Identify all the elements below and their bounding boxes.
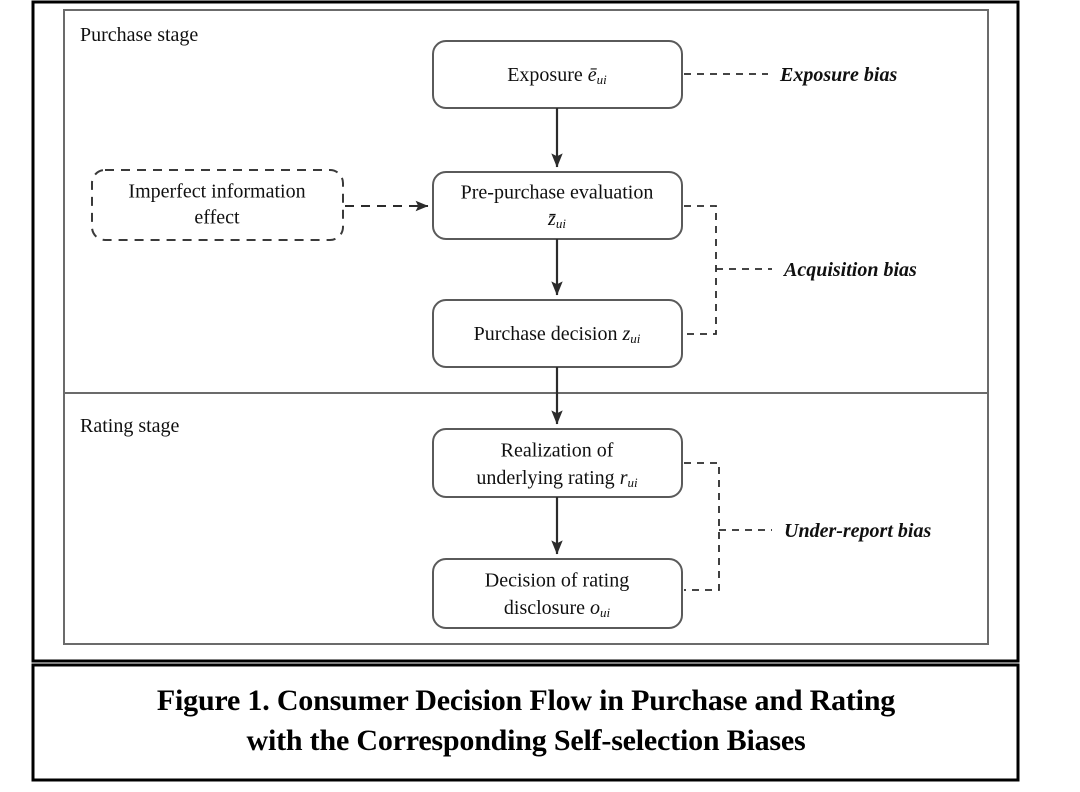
node-disclosure-text: disclosure — [504, 597, 590, 619]
connector-under-report-bias — [684, 462, 720, 591]
node-disclosure-var: o — [590, 597, 600, 619]
node-pre-purchase-evaluation-label-line2: z̄ui — [547, 208, 566, 231]
node-disclosure-label-line1: Decision of rating — [485, 570, 629, 592]
stages-panel — [63, 9, 989, 645]
node-imperfect-information-effect-label-line2: effect — [194, 207, 240, 229]
node-realization-var: r — [620, 467, 628, 489]
node-imperfect-information-effect[interactable] — [91, 169, 344, 241]
node-pre-purchase-evaluation-var: z̄ — [547, 208, 556, 230]
outer-frame-diagram — [31, 0, 1020, 663]
node-purchase-decision-label: Purchase decision zui — [474, 323, 641, 346]
stage-label-rating: Rating stage — [80, 415, 180, 437]
node-realization-label-line1: Realization of — [501, 440, 614, 462]
figure-caption-line-2: with the Corresponding Self-selection Bi… — [246, 724, 806, 757]
node-purchase-decision-var: z — [621, 323, 630, 345]
outer-frame-caption — [31, 663, 1020, 782]
node-exposure-sub: ui — [597, 72, 608, 87]
node-purchase-decision-text: Purchase decision — [474, 323, 623, 345]
node-disclosure-sub: ui — [600, 605, 611, 620]
node-disclosure-label-line2: disclosure oui — [504, 597, 611, 620]
bias-label-under-report-bias: Under-report bias — [784, 520, 931, 542]
node-pre-purchase-evaluation-sub: ui — [556, 216, 567, 231]
node-realization-sub: ui — [627, 475, 638, 490]
stage-label-purchase: Purchase stage — [80, 24, 198, 46]
node-imperfect-information-effect-label-line1: Imperfect information — [128, 181, 305, 203]
connector-acquisition-bias — [684, 205, 717, 335]
figure-caption-line-1: Figure 1. Consumer Decision Flow in Purc… — [156, 683, 896, 717]
node-realization-label-line2: underlying rating rui — [476, 467, 638, 490]
bias-label-acquisition-bias: Acquisition bias — [782, 259, 917, 281]
figure-caption: Figure 1. Consumer Decision Flow in Purc… — [36, 666, 1016, 776]
node-realization-text: underlying rating — [476, 467, 619, 489]
node-purchase-decision-sub: ui — [630, 331, 641, 346]
node-decision-of-rating-disclosure[interactable] — [432, 558, 683, 629]
node-exposure-var: ē — [588, 64, 598, 86]
node-pre-purchase-evaluation-label-line1: Pre-purchase evaluation — [461, 182, 654, 204]
bias-label-exposure-bias: Exposure bias — [779, 64, 897, 86]
node-exposure-label: Exposure ēui — [507, 64, 607, 87]
node-exposure-text: Exposure — [507, 64, 588, 86]
